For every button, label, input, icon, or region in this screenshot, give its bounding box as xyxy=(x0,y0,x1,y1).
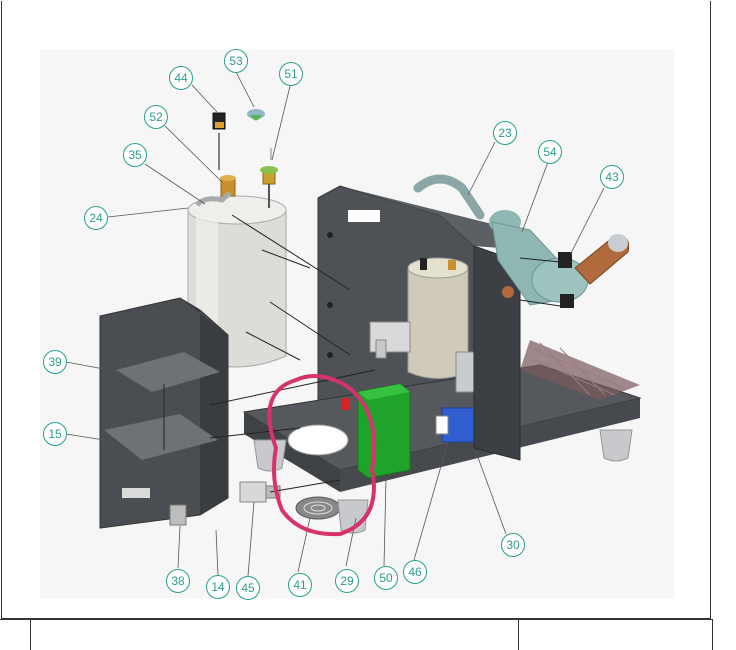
callout-23: 23 xyxy=(493,121,517,145)
callout-35: 35 xyxy=(123,143,147,167)
mounting-bracket xyxy=(369,321,411,359)
title-block-divider xyxy=(518,619,519,650)
highlight-circle xyxy=(267,374,377,537)
callout-24: 24 xyxy=(84,206,108,230)
title-block-line xyxy=(0,619,712,620)
callout-45: 45 xyxy=(236,576,260,600)
callout-29: 29 xyxy=(335,569,359,593)
callout-54: 54 xyxy=(538,140,562,164)
callout-15: 15 xyxy=(43,422,67,446)
callout-52: 52 xyxy=(144,105,168,129)
callout-leaders xyxy=(65,71,605,577)
callout-30: 30 xyxy=(501,533,525,557)
callout-14: 14 xyxy=(206,575,230,599)
callout-43: 43 xyxy=(600,165,624,189)
drawing-frame xyxy=(1,1,711,619)
machine-feet xyxy=(253,429,633,534)
green-control-box xyxy=(342,383,411,479)
tank-fittings xyxy=(195,109,278,208)
title-block-divider xyxy=(30,619,31,650)
callout-44: 44 xyxy=(169,66,193,90)
title-block-divider xyxy=(712,619,713,650)
callout-53: 53 xyxy=(224,49,248,73)
callout-51: 51 xyxy=(279,62,303,86)
callout-38: 38 xyxy=(166,569,190,593)
callout-41: 41 xyxy=(288,573,312,597)
callout-39: 39 xyxy=(43,350,67,374)
callout-46: 46 xyxy=(403,560,427,584)
chassis-front-post xyxy=(473,245,521,461)
brew-group xyxy=(413,174,630,308)
assembly-lines xyxy=(209,214,561,493)
left-side-panel xyxy=(99,297,229,529)
callout-50: 50 xyxy=(374,566,398,590)
